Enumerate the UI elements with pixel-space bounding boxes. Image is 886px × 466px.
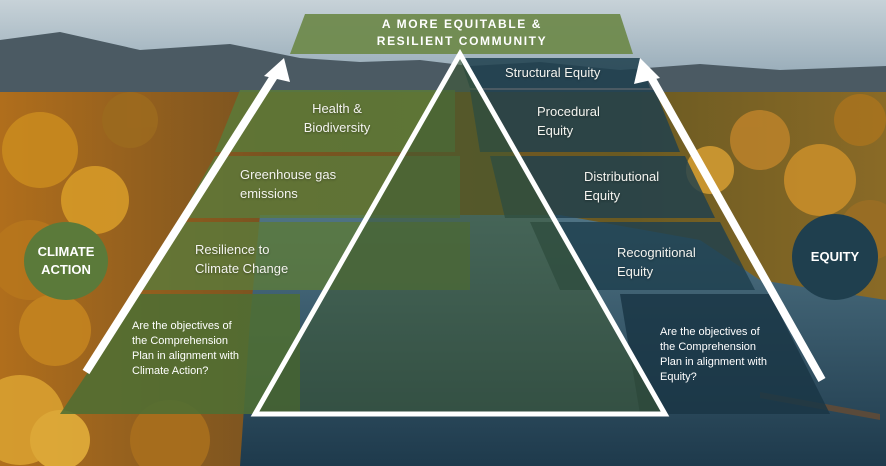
climate-action-badge: CLIMATE ACTION: [24, 222, 108, 300]
equity-level-procedural: Procedural Equity: [537, 104, 600, 138]
diagram-title: A MORE EQUITABLE & RESILIENT COMMUNITY: [376, 17, 548, 48]
equity-level-distributional: Distributional Equity: [584, 169, 660, 203]
climate-level-resilience: Resilience to Climate Change: [195, 242, 289, 276]
equity-level-recognitional: Recognitional Equity: [617, 245, 696, 279]
climate-level-health: Health & Biodiversity: [303, 101, 371, 135]
equity-band-procedural: [470, 90, 680, 152]
central-pyramid-fill: [255, 54, 665, 414]
equity-arrow-shaft: [644, 70, 826, 382]
central-pyramid-outline: [250, 48, 670, 417]
climate-band-health: [215, 90, 455, 152]
equity-arrow-head: [634, 58, 660, 84]
equity-question: Are the objectives of the Comprehension …: [660, 326, 768, 383]
equity-question-band: [620, 294, 830, 414]
equity-band-structural: [460, 58, 650, 88]
climate-level-ghg: Greenhouse gas emissions: [240, 167, 337, 201]
title-band: [290, 14, 633, 54]
equity-level-structural: Structural Equity: [505, 65, 601, 80]
climate-arrow-shaft: [82, 67, 282, 375]
foliage-left: [0, 92, 210, 466]
climate-question: Are the objectives of the Comprehension …: [132, 320, 240, 377]
mountain-range: [0, 32, 886, 100]
equity-badge: EQUITY: [792, 214, 878, 300]
climate-arrow-head: [264, 58, 290, 82]
